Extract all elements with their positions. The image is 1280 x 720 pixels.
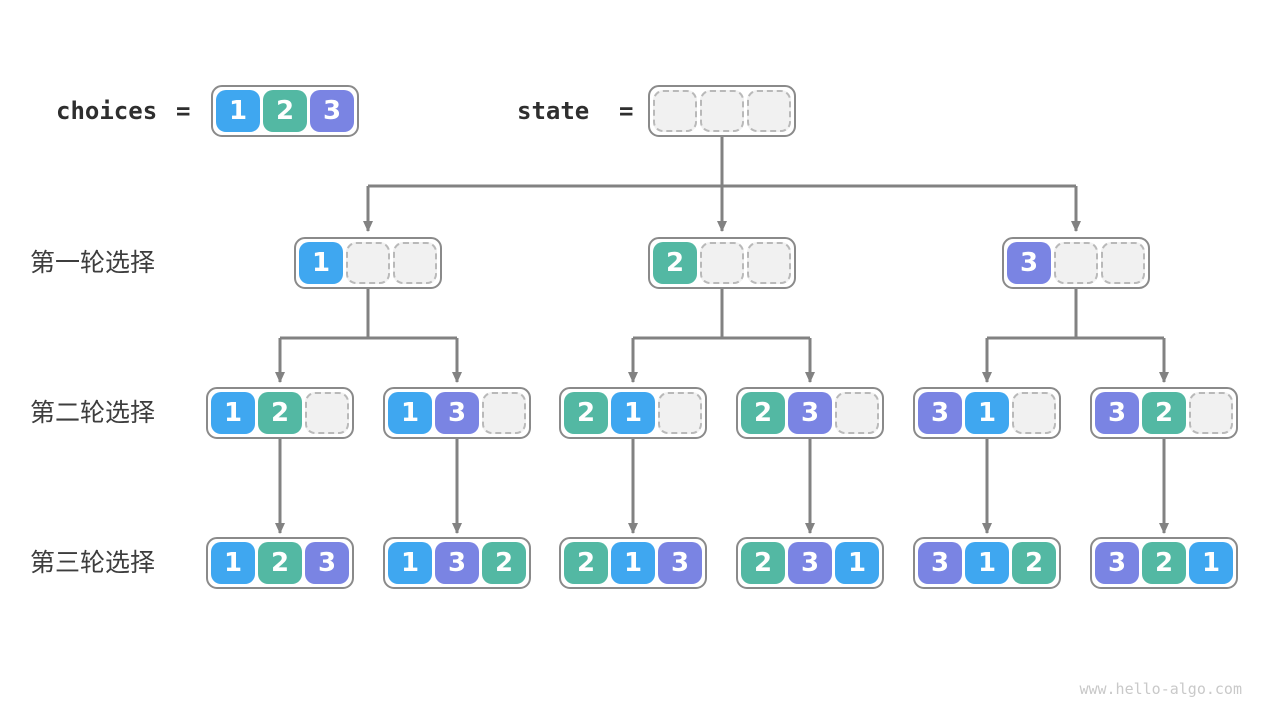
array-cell [1012,392,1056,434]
state-node: 2 3 1 [736,537,884,589]
array-cell [835,392,879,434]
array-cell: 3 [658,542,702,584]
state-node: 2 1 [559,387,707,439]
array-cell: 1 [611,542,655,584]
array-cell: 1 [965,392,1009,434]
state-node: 1 [294,237,442,289]
array-cell [1054,242,1098,284]
state-node: 2 1 3 [559,537,707,589]
array-cell: 1 [388,542,432,584]
array-cell: 2 [1142,392,1186,434]
array-cell: 2 [1142,542,1186,584]
choices-array: 1 2 3 [211,85,359,137]
array-cell: 2 [258,542,302,584]
array-cell: 2 [258,392,302,434]
equals-icon: = [176,97,191,125]
array-cell: 2 [564,542,608,584]
round-3-label: 第三轮选择 [30,549,156,577]
array-cell: 2 [741,392,785,434]
array-cell [747,242,791,284]
array-cell: 2 [482,542,526,584]
state-node: 1 3 [383,387,531,439]
state-node: 2 [648,237,796,289]
array-cell: 1 [835,542,879,584]
array-cell [1101,242,1145,284]
array-cell: 2 [741,542,785,584]
array-cell [658,392,702,434]
array-cell: 3 [305,542,349,584]
array-cell [482,392,526,434]
state-node: 2 3 [736,387,884,439]
array-cell [346,242,390,284]
array-cell [700,242,744,284]
array-cell: 2 [1012,542,1056,584]
state-node: 3 [1002,237,1150,289]
array-cell: 3 [918,392,962,434]
array-cell: 1 [216,90,260,132]
state-label: state [517,97,590,125]
array-cell: 3 [435,542,479,584]
watermark-url: www.hello-algo.com [1079,680,1242,698]
state-array [648,85,796,137]
array-cell: 1 [211,542,255,584]
array-cell [747,90,791,132]
round-2-label: 第二轮选择 [30,399,156,427]
state-node: 3 2 1 [1090,537,1238,589]
array-cell: 1 [611,392,655,434]
equals-icon: = [619,97,634,125]
state-node: 1 2 [206,387,354,439]
array-cell: 1 [299,242,343,284]
array-cell: 3 [435,392,479,434]
array-cell: 3 [1095,542,1139,584]
array-cell: 2 [653,242,697,284]
round-1-label: 第一轮选择 [30,249,156,277]
choices-label: choices [56,97,158,125]
array-cell: 3 [918,542,962,584]
array-cell: 1 [211,392,255,434]
array-cell [1189,392,1233,434]
array-cell: 3 [788,542,832,584]
array-cell [653,90,697,132]
array-cell: 3 [1007,242,1051,284]
state-node: 3 1 2 [913,537,1061,589]
state-node: 1 3 2 [383,537,531,589]
array-cell: 3 [1095,392,1139,434]
array-cell: 1 [965,542,1009,584]
array-cell [700,90,744,132]
array-cell: 1 [1189,542,1233,584]
array-cell: 3 [788,392,832,434]
array-cell [393,242,437,284]
array-cell: 3 [310,90,354,132]
array-cell: 2 [263,90,307,132]
state-node: 3 2 [1090,387,1238,439]
state-node: 3 1 [913,387,1061,439]
state-node: 1 2 3 [206,537,354,589]
array-cell [305,392,349,434]
array-cell: 2 [564,392,608,434]
array-cell: 1 [388,392,432,434]
